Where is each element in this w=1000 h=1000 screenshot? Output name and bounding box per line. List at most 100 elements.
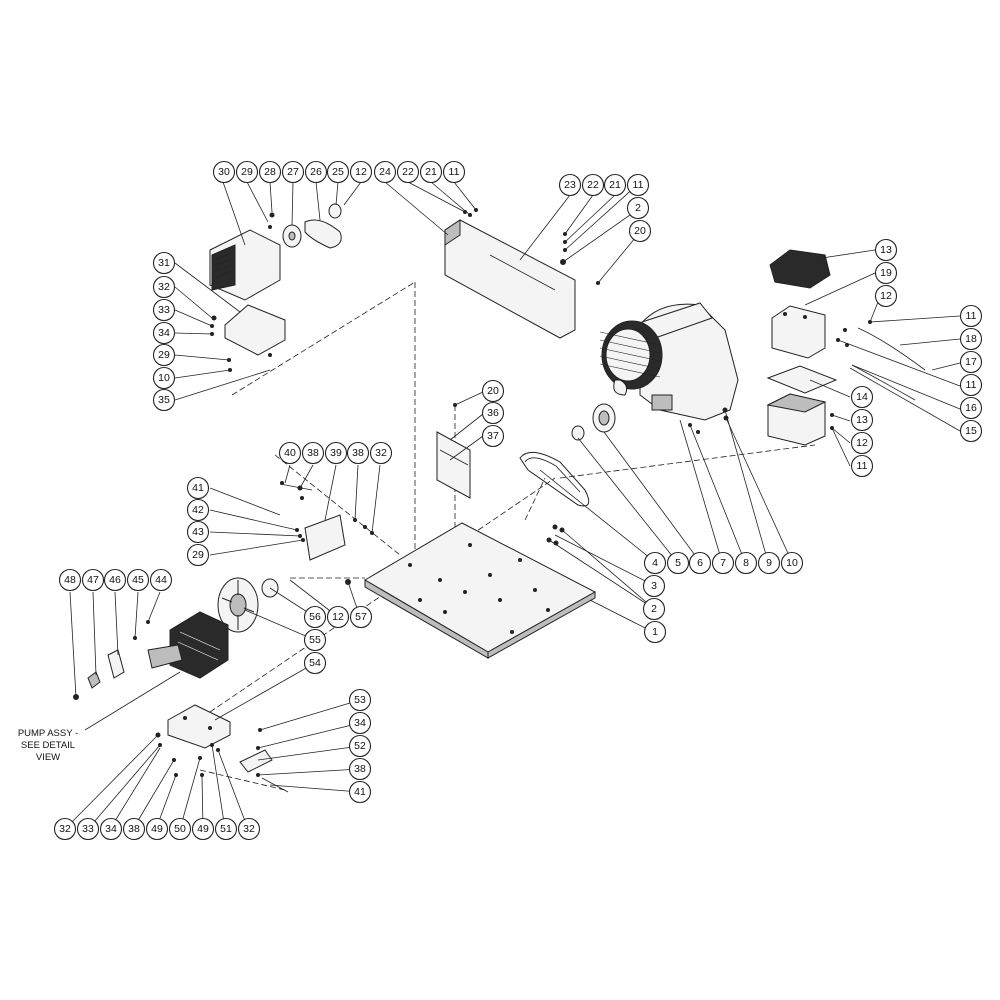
callout-label: 1 [652, 626, 658, 638]
callout-41: 41 [348, 780, 372, 804]
callout-label: 47 [87, 574, 99, 586]
callout-56: 56 [303, 605, 327, 629]
base-plate [364, 522, 597, 659]
callout-51: 51 [214, 817, 238, 841]
battery [771, 305, 826, 359]
callout-label: 13 [856, 414, 868, 426]
callout-24: 24 [373, 160, 397, 184]
callout-label: 12 [332, 611, 344, 623]
callout-label: 33 [158, 304, 170, 316]
callout-label: 29 [241, 166, 253, 178]
callout-28: 28 [258, 160, 282, 184]
callout-35: 35 [152, 388, 176, 412]
callout-15: 15 [959, 419, 983, 443]
callout-4: 4 [643, 551, 667, 575]
belt-guard [444, 219, 576, 339]
callout-11: 11 [626, 173, 650, 197]
callout-47: 47 [81, 568, 105, 592]
callout-label: 24 [379, 166, 391, 178]
callout-balloons: 30 29 28 27 26 25 12 24 22 21 11 23 22 2… [53, 160, 983, 841]
battery-pad [766, 365, 838, 394]
callout-37: 37 [481, 424, 505, 448]
callout-3: 3 [642, 574, 666, 598]
callout-32: 32 [53, 817, 77, 841]
bracket-plate [436, 431, 471, 499]
callout-label: 53 [354, 694, 366, 706]
callout-label: 44 [155, 574, 167, 586]
callout-9: 9 [757, 551, 781, 575]
callout-label: 32 [59, 823, 71, 835]
callout-label: 13 [880, 244, 892, 256]
callout-36: 36 [481, 401, 505, 425]
callout-39: 39 [324, 441, 348, 465]
callout-label: 11 [449, 166, 460, 178]
callout-label: 32 [243, 823, 255, 835]
callout-label: 32 [158, 281, 170, 293]
pump [147, 611, 229, 679]
callout-32: 32 [237, 817, 261, 841]
callout-6: 6 [688, 551, 712, 575]
note-line-3: VIEW [35, 752, 61, 763]
callout-34: 34 [99, 817, 123, 841]
engine [599, 302, 739, 421]
callout-17: 17 [959, 350, 983, 374]
callout-label: 34 [354, 717, 366, 729]
callout-label: 17 [965, 356, 977, 368]
callout-label: 36 [487, 407, 499, 419]
callout-18: 18 [959, 327, 983, 351]
callout-45: 45 [126, 568, 150, 592]
note-line-1: PUMP ASSY - [17, 728, 79, 739]
pump-pulley [217, 577, 279, 633]
callout-1: 1 [643, 620, 667, 644]
callout-29: 29 [186, 543, 210, 567]
callout-label: 12 [856, 437, 868, 449]
callout-53: 53 [348, 688, 372, 712]
callout-label: 57 [355, 611, 367, 623]
callout-label: 11 [633, 179, 644, 191]
callout-label: 19 [880, 267, 892, 279]
callout-label: 46 [109, 574, 121, 586]
callout-42: 42 [186, 498, 210, 522]
callout-label: 38 [307, 447, 319, 459]
callout-label: 49 [151, 823, 163, 835]
callout-2: 2 [626, 196, 650, 220]
callout-46: 46 [103, 568, 127, 592]
leader-lines [64, 181, 961, 830]
callout-label: 51 [220, 823, 232, 835]
callout-label: 34 [105, 823, 117, 835]
callout-label: 29 [158, 349, 170, 361]
callout-2: 2 [642, 597, 666, 621]
callout-11: 11 [959, 304, 983, 328]
callout-29: 29 [152, 343, 176, 367]
callout-23: 23 [558, 173, 582, 197]
callout-12: 12 [850, 431, 874, 455]
callout-label: 10 [786, 557, 798, 569]
callout-label: 12 [355, 166, 367, 178]
callout-8: 8 [734, 551, 758, 575]
pump-mount-plate [167, 704, 231, 749]
callout-label: 2 [635, 202, 641, 214]
battery-cables [851, 327, 926, 401]
callout-label: 21 [425, 166, 437, 178]
callout-label: 6 [697, 557, 703, 569]
callout-32: 32 [369, 441, 393, 465]
pump-assy-note: PUMP ASSY - SEE DETAIL VIEW [8, 728, 88, 764]
callout-label: 43 [192, 526, 204, 538]
callout-41: 41 [186, 476, 210, 500]
callout-label: 9 [766, 557, 772, 569]
callout-11: 11 [959, 373, 983, 397]
callout-label: 21 [609, 179, 621, 191]
callout-label: 37 [487, 430, 499, 442]
mount-bracket [224, 304, 286, 356]
callout-label: 56 [309, 611, 321, 623]
callout-label: 39 [330, 447, 342, 459]
tensioner-bracket [279, 483, 346, 561]
callout-12: 12 [874, 284, 898, 308]
callout-20: 20 [481, 379, 505, 403]
callout-13: 13 [850, 408, 874, 432]
callout-38: 38 [122, 817, 146, 841]
callout-label: 28 [264, 166, 276, 178]
callout-label: 10 [158, 372, 170, 384]
callout-5: 5 [666, 551, 690, 575]
